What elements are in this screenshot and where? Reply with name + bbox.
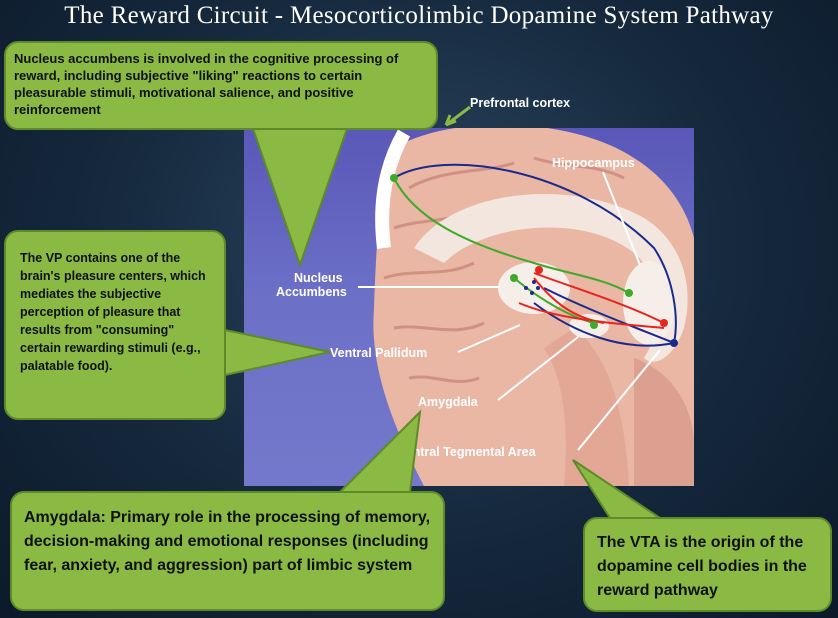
- dot-red-vta: [660, 319, 668, 327]
- callout-vta: The VTA is the origin of the dopamine ce…: [583, 517, 832, 612]
- label-nucleus-accumbens-line2: Accumbens: [276, 285, 347, 299]
- callout-ventral-pallidum-text: The VP contains one of the brain's pleas…: [20, 251, 206, 373]
- dot-blue-d: [532, 280, 536, 284]
- slide-title: The Reward Circuit - Mesocorticolimbic D…: [64, 2, 774, 29]
- label-amygdala: Amygdala: [418, 395, 478, 409]
- callout-vta-text: The VTA is the origin of the dopamine ce…: [597, 534, 807, 599]
- prefrontal-edge: [375, 129, 411, 249]
- label-nucleus-accumbens-line1: Nucleus: [294, 271, 343, 285]
- pathway-red: [533, 272, 665, 324]
- brain-diagram-svg: [373, 128, 694, 486]
- callout-nucleus-accumbens-text: Nucleus accumbens is involved in the cog…: [14, 51, 399, 117]
- label-ventral-pallidum: Ventral Pallidum: [330, 346, 428, 360]
- pathway-green-2: [513, 277, 595, 324]
- dot-blue-b: [530, 291, 534, 295]
- dot-green-nacc: [510, 274, 518, 282]
- pathway-dots: [390, 174, 678, 347]
- callout-ventral-pallidum: The VP contains one of the brain's pleas…: [4, 230, 226, 420]
- pathway-green: [393, 177, 630, 294]
- dot-blue-vta: [670, 339, 678, 347]
- pathway-blue-2: [543, 287, 675, 344]
- label-hippocampus: Hippocampus: [552, 156, 635, 170]
- callout-amygdala: Amygdala: Primary role in the processing…: [10, 491, 445, 611]
- dot-blue-c: [536, 286, 540, 290]
- arrow-prefrontal: [444, 105, 471, 127]
- dot-green-pfc: [390, 174, 398, 182]
- brain-illustration: [244, 128, 694, 486]
- callout-nucleus-accumbens: Nucleus accumbens is involved in the cog…: [4, 41, 438, 130]
- dot-blue-a: [524, 286, 528, 290]
- callout-amygdala-text: Amygdala: Primary role in the processing…: [24, 509, 431, 574]
- dot-green-hippo: [625, 289, 633, 297]
- label-vta: Ventral Tegmental Area: [398, 445, 536, 459]
- pathway-blue: [393, 163, 677, 347]
- pathway-red-3: [518, 302, 665, 329]
- amygdala-region: [572, 318, 596, 338]
- label-prefrontal-cortex: Prefrontal cortex: [470, 96, 571, 110]
- dot-green-vp: [590, 321, 598, 329]
- dot-red-nacc: [535, 266, 543, 274]
